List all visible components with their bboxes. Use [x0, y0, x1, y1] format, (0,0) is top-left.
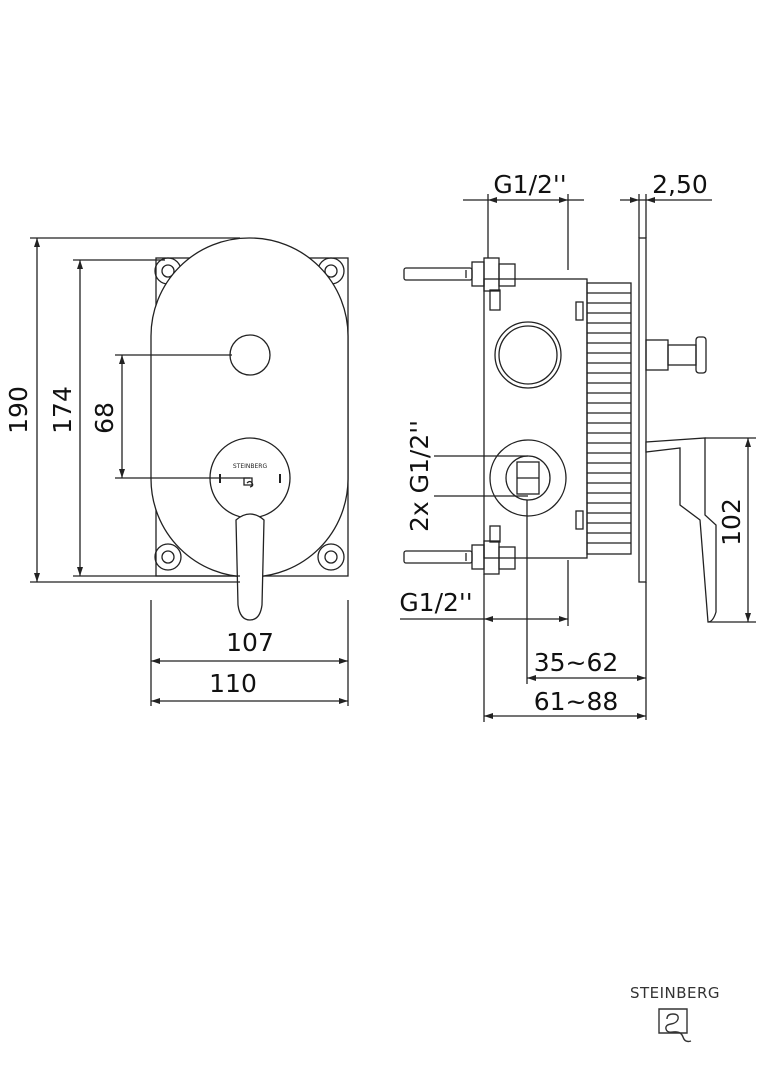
dim-110: 110	[209, 669, 257, 698]
top-connection	[403, 257, 516, 311]
brand-logo-text: STEINBERG	[629, 984, 721, 1002]
lever-handle	[235, 513, 265, 621]
dim-depth-total: 61~88	[534, 687, 619, 716]
dim-top-connection: G1/2''	[493, 170, 566, 199]
steinberg-s-logo-icon	[658, 1008, 692, 1043]
front-view: STEINBERG	[30, 237, 349, 706]
diverter-spindle	[645, 336, 707, 374]
bottom-connection	[403, 525, 516, 575]
dim-174: 174	[48, 386, 77, 434]
dim-190: 190	[4, 386, 33, 434]
handle-brand-text: STEINBERG	[233, 463, 268, 470]
threaded-section	[586, 282, 632, 555]
dimension-arrows	[34, 197, 751, 719]
side-view	[400, 194, 756, 722]
lever-side-profile	[645, 437, 717, 623]
top-opening	[494, 321, 562, 389]
dim-bottom-connection: G1/2''	[399, 588, 472, 617]
valve-body	[483, 278, 588, 559]
diverter-button	[229, 334, 271, 376]
dim-depth-min: 35~62	[534, 648, 619, 677]
dim-68: 68	[90, 402, 119, 434]
dim-handle-height: 102	[717, 498, 746, 546]
dim-107: 107	[226, 628, 274, 657]
cartridge-opening	[489, 439, 567, 517]
side-cover-plate	[638, 237, 647, 583]
dim-plate-thickness: 2,50	[652, 170, 708, 199]
dim-side-connections: 2x G1/2''	[405, 420, 434, 532]
